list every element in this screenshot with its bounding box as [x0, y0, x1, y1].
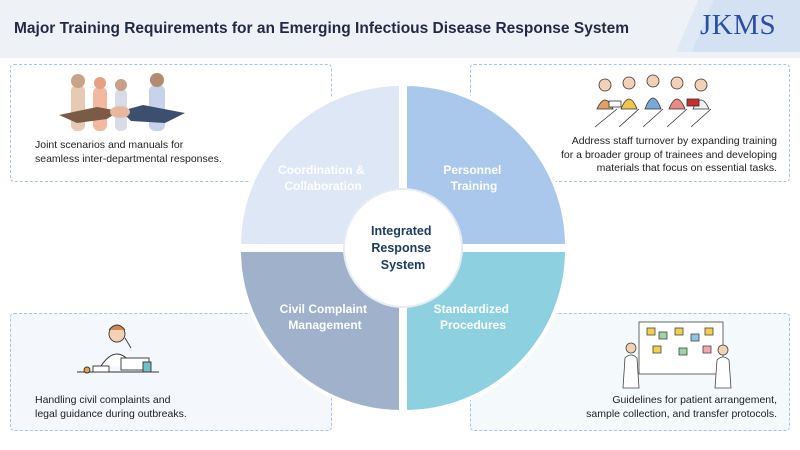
segment-label-standardized: Standardized Procedures	[434, 302, 513, 332]
handshake-illustration-icon	[59, 73, 185, 131]
card-text: Handling civil complaints and legal guid…	[35, 394, 187, 420]
stressed-worker-illustration-icon	[77, 324, 159, 374]
segment-standardized	[403, 248, 569, 414]
card-text: Guidelines for patient arrangement, samp…	[586, 394, 777, 420]
group-training-illustration-icon	[594, 74, 712, 128]
page-title: Major Training Requirements for an Emerg…	[14, 20, 629, 37]
whiteboard-planning-illustration-icon	[622, 321, 732, 389]
journal-logo: JKMS	[700, 9, 777, 41]
segment-label-civil: Civil Complaint Management	[280, 302, 371, 332]
logo-band	[676, 0, 800, 52]
header-bar: Major Training Requirements for an Emerg…	[0, 0, 800, 58]
segment-label-coordination: Coordination & Collaboration	[278, 163, 368, 193]
segment-civil	[237, 248, 403, 414]
segment-coordination	[237, 82, 403, 248]
segment-personnel	[403, 82, 569, 248]
segment-label-personnel: Personnel Training	[443, 163, 504, 193]
card-text: Joint scenarios and manuals for seamless…	[35, 139, 222, 165]
center-label: Integrated Response System	[371, 224, 435, 272]
center-circle	[343, 188, 463, 308]
card-text: Address staff turnover by expanding trai…	[561, 135, 777, 174]
